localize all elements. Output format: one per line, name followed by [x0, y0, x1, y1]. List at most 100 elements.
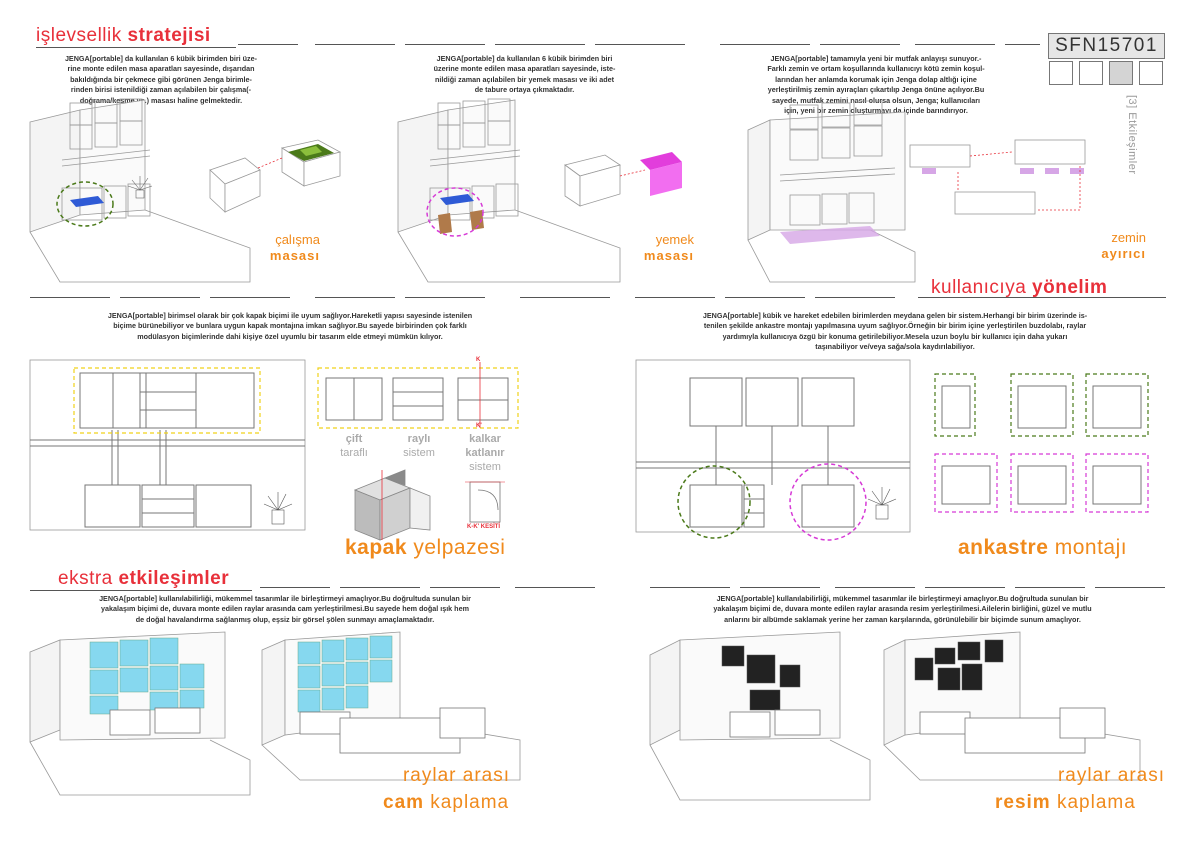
divider: [405, 297, 485, 298]
divider: [120, 297, 200, 298]
section2-heading: kullanıcıya yönelim: [931, 277, 1107, 299]
section3-heading: ekstra etkileşimler: [58, 568, 229, 590]
label-line: çift: [345, 433, 363, 445]
text-line: kullanılabilirliği, mükemmel tasarımlar …: [156, 594, 471, 603]
divider: [340, 587, 420, 588]
divider: [835, 587, 915, 588]
divider: [30, 297, 110, 298]
divider: [315, 297, 395, 298]
title-light: yelpazesi: [407, 536, 506, 559]
text-line: de: [474, 85, 486, 95]
divider: [315, 44, 395, 45]
highlight-circle-green: [677, 465, 751, 539]
text-line: anlarını bir albümde saklamak yerine her…: [724, 614, 1081, 624]
label-line: katlanır: [465, 447, 505, 459]
brand-name: JENGA[portable]: [702, 311, 761, 320]
divider: [740, 587, 820, 588]
divider: [260, 587, 330, 588]
panel1-description: JENGA[portable] da kullanılan 6 kübik bi…: [30, 54, 292, 106]
divider: [915, 44, 995, 45]
divider: [520, 297, 610, 298]
text-line: kullanılabilirliği, mükemmel tasarımlar …: [774, 594, 1089, 603]
label-line: sistem: [469, 461, 501, 473]
text-line: doğrama/kesme vs.) masası haline gelmekt…: [79, 95, 243, 105]
section3-right-description: JENGA[portable] kullanılabilirliği, müke…: [640, 594, 1165, 625]
section3-heading-bold: etkileşimler: [118, 568, 230, 589]
divider: [595, 44, 685, 45]
text-line: bir: [515, 74, 529, 84]
caption-rest: kaplama: [424, 792, 510, 813]
divider: [635, 297, 715, 298]
text-line: da kullanılan 6 kübik birimden biri: [494, 54, 613, 63]
index-square-4: [1139, 61, 1163, 85]
section3-left-caption-light: raylar arası: [402, 765, 510, 786]
label-line: sistem: [403, 447, 435, 459]
divider: [918, 297, 1166, 298]
door-type-rail: raylı sistem: [390, 432, 448, 460]
divider: [405, 44, 485, 45]
text-line: Farklı zemin ve ortam koşullarında kulla…: [767, 64, 985, 74]
divider: [820, 44, 900, 45]
index-square-1: [1049, 61, 1073, 85]
keyword: yemek masası: [528, 74, 578, 84]
highlight-circle-magenta: [789, 463, 867, 541]
text-line: rinden birisi istenildiği zaman: [70, 85, 174, 95]
title-bold: kapak: [345, 536, 408, 559]
text-line: de doğal havalandırma sağlanmış olup, eş…: [135, 614, 435, 624]
highlight-circle-green: [56, 181, 114, 227]
caption-bold: cam: [383, 792, 425, 813]
section-mark-k-prime: K': [476, 423, 482, 429]
text-line: yardımıyla kullanıcıya özgü bir konuma g…: [722, 331, 1068, 341]
door-type-double-sided: çift taraflı: [325, 432, 383, 460]
section3-left-caption: cam kaplama: [383, 792, 509, 814]
brand-name: JENGA[portable]: [716, 594, 775, 603]
panel3-caption-bold: ayırıcı: [1101, 246, 1146, 261]
divider: [815, 297, 895, 298]
divider: [1015, 587, 1085, 588]
text-line: taşınabiliyor ve/veya sağa/sola kaydırıl…: [815, 342, 975, 352]
text-line: larından her anlamda korumak için Jenga …: [775, 74, 977, 84]
brand-name: JENGA[portable]: [99, 594, 157, 603]
panel3-description: JENGA[portable] tamamıyla yeni bir mutfa…: [726, 54, 1026, 116]
panel2-caption-bold: masası: [643, 248, 694, 263]
text-line: tenilen şekilde ankastre montajı yapılma…: [703, 321, 1087, 331]
brand-name: JENGA[portable]: [64, 54, 123, 63]
text-line: için, yeni bir zemin oluşturmayı da için…: [784, 106, 968, 116]
panel1-caption-bold: masası: [269, 248, 320, 263]
section-mark-k: K: [476, 357, 481, 363]
section2-right-description: JENGA[portable] kübik ve hareket edebile…: [630, 311, 1160, 353]
section3-heading-light: ekstra: [58, 568, 119, 589]
text-line: yakalaşım biçimi de, duvara monte edilen…: [713, 604, 1092, 614]
text-line: nildiği zaman: [434, 74, 483, 84]
brand-name: JENGA[portable]: [107, 311, 166, 320]
caption-rest: kaplama: [1050, 792, 1136, 813]
door-highlight-yellow: [73, 367, 261, 434]
panel3-caption-light: zemin: [1111, 230, 1146, 245]
text-line: ortaya çıkmaktadır.: [507, 85, 575, 95]
label-line: kalkar: [469, 433, 501, 445]
divider: [515, 587, 595, 588]
brand-name: JENGA[portable]: [770, 54, 829, 63]
divider: [430, 587, 500, 588]
section1-heading: işlevsellik stratejisi: [36, 25, 211, 47]
title-light: montajı: [1048, 536, 1128, 559]
text-line: modülasyon biçimlerinde dahi kişiye özel…: [137, 331, 443, 341]
divider: [1095, 587, 1165, 588]
divider: [650, 587, 730, 588]
text-line: bakıldığında bir çekmece gibi görünen Je…: [70, 74, 252, 84]
label-line: taraflı: [340, 447, 368, 459]
text-line: sayede, mutfak zemini nasıl olursa olsun…: [771, 95, 981, 105]
divider: [210, 297, 290, 298]
divider: [925, 587, 1005, 588]
index-square-3-active: [1109, 61, 1133, 85]
text-line: ve iki adet: [577, 74, 614, 84]
keyword: açılabilen: [482, 74, 516, 84]
door-type-folding: kalkar katlanır sistem: [455, 432, 515, 474]
text-line: yerleştirilmiş zemin ayıraçları çıkartıl…: [767, 85, 985, 95]
text-line: bir çalışma(-: [206, 85, 252, 95]
divider: [725, 297, 805, 298]
